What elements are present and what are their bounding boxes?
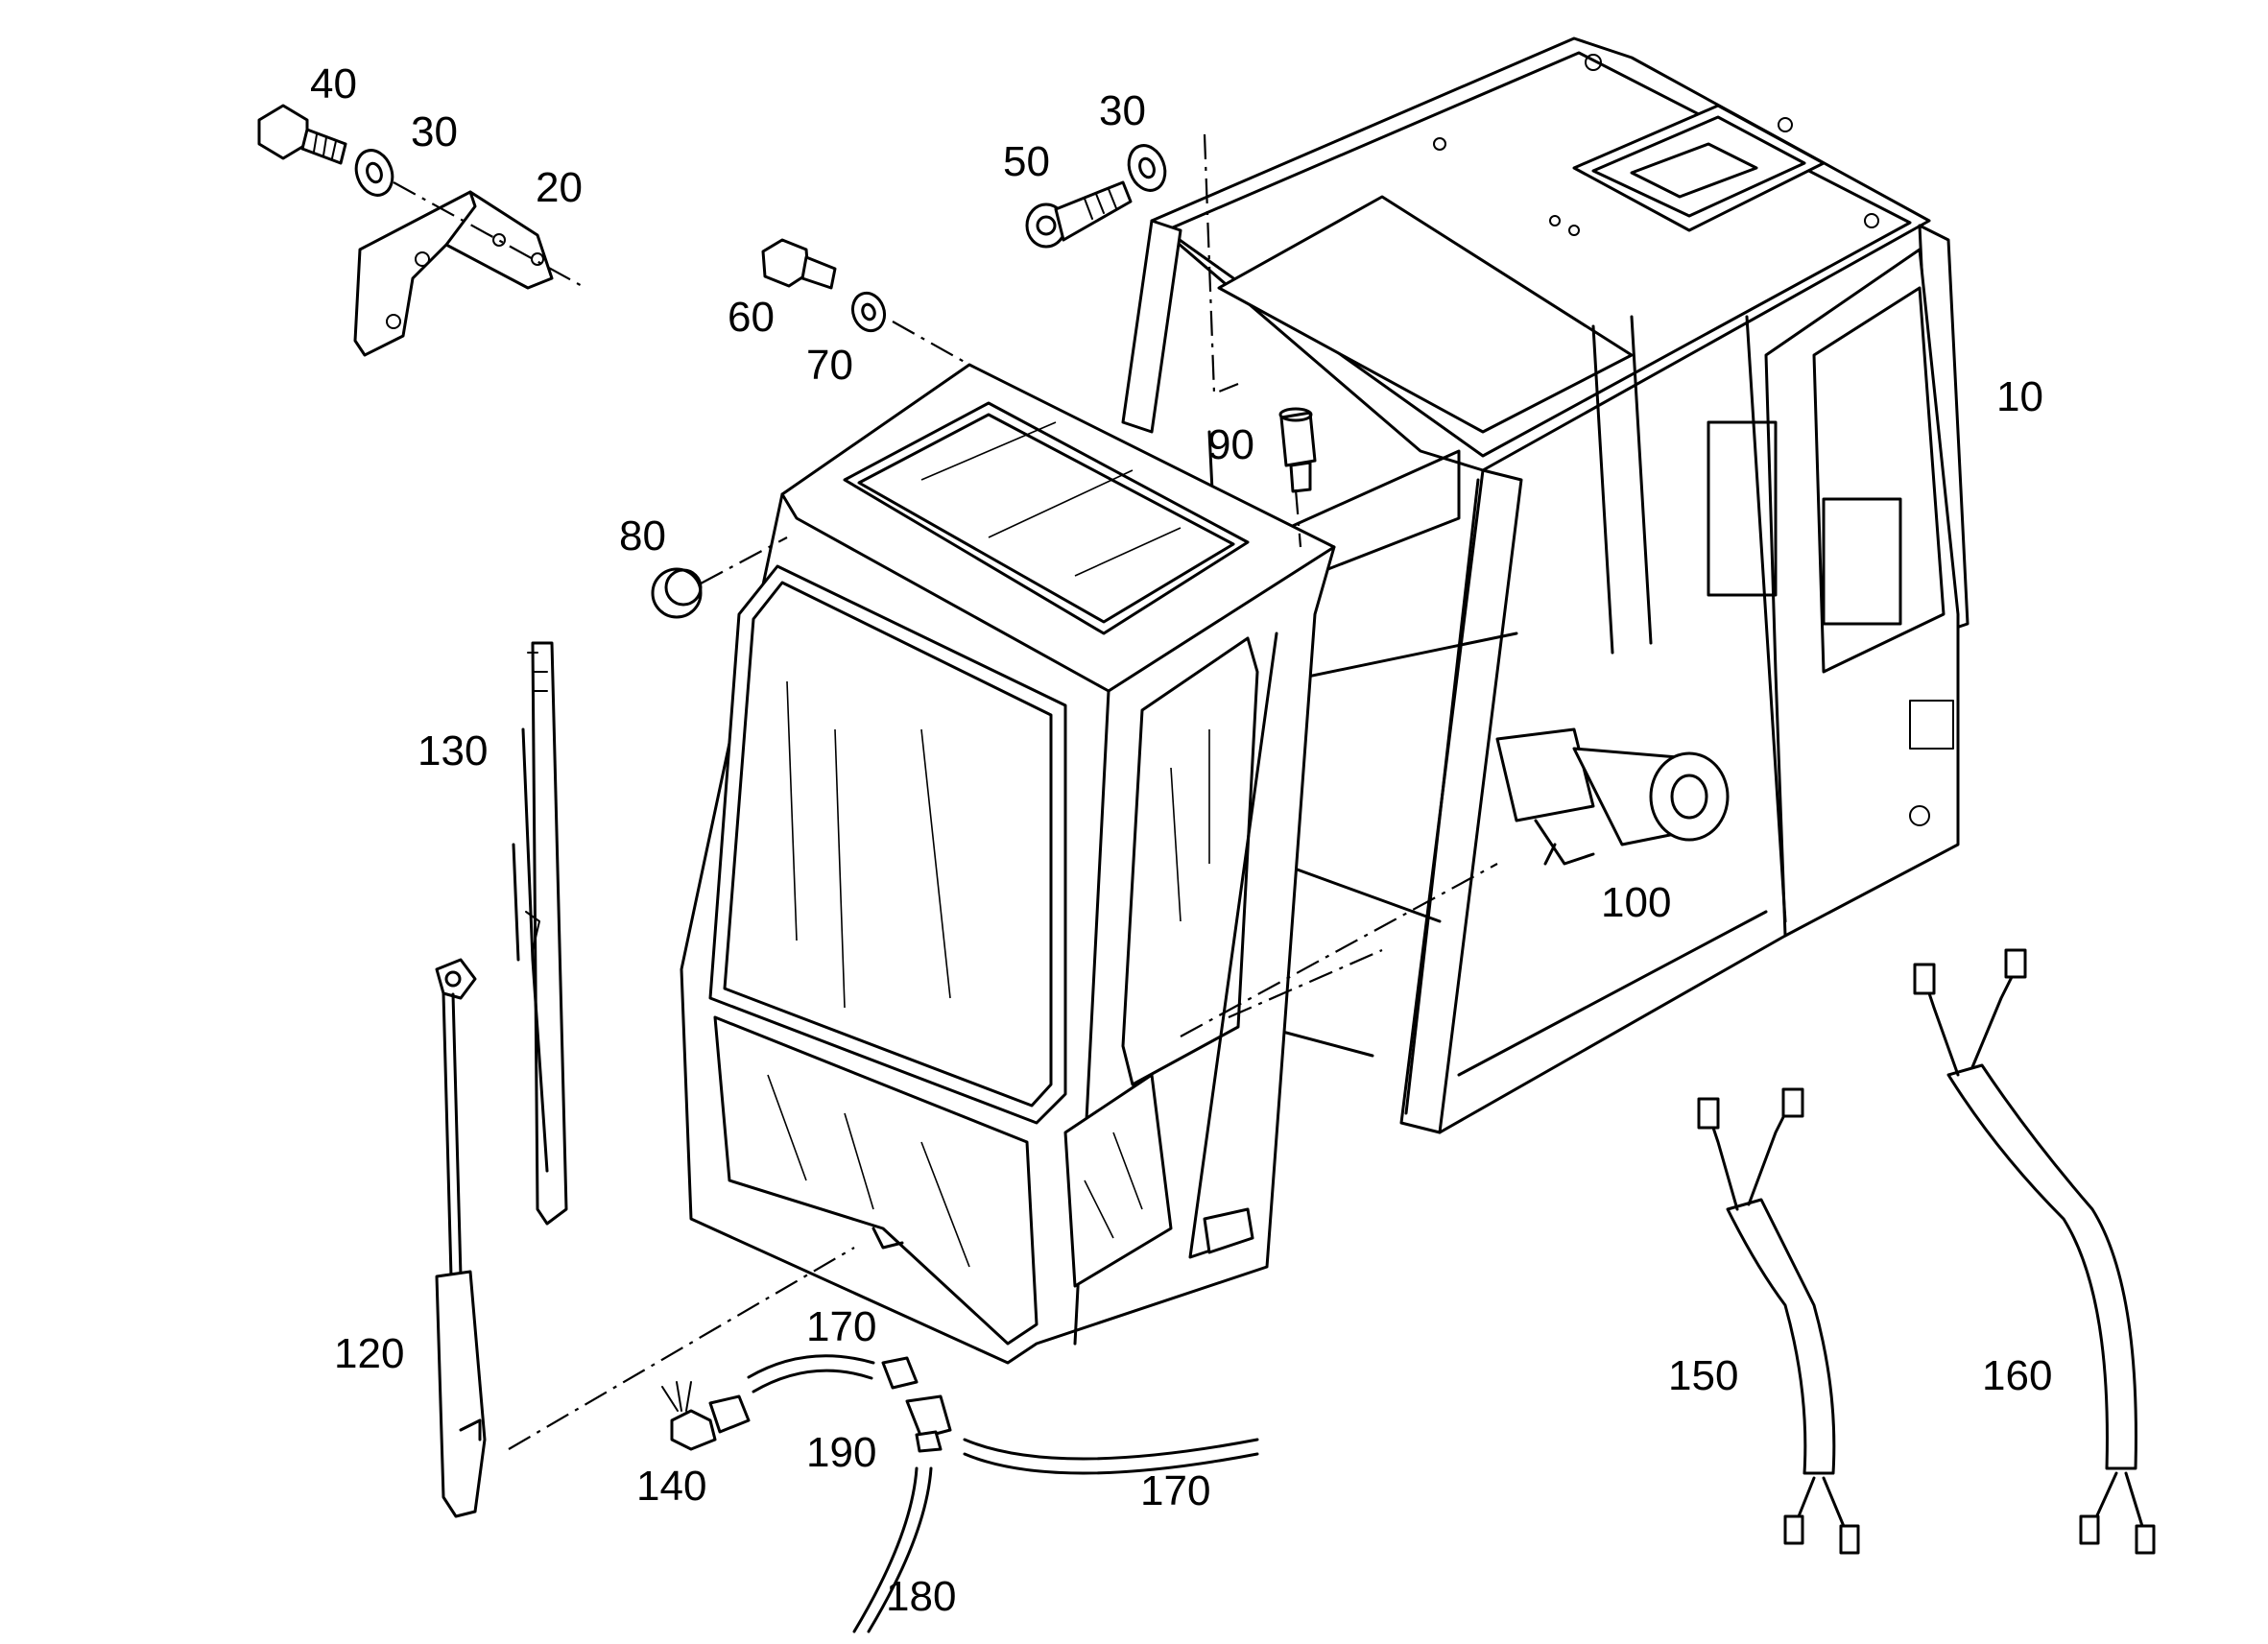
part-40-bolt bbox=[257, 104, 347, 165]
part-150-harness bbox=[1697, 1087, 1860, 1555]
part-70-washer bbox=[850, 291, 887, 333]
callout-90: 90 bbox=[1207, 421, 1254, 468]
part-120-wiper-arm bbox=[435, 958, 487, 1518]
part-60-hex-bolt bbox=[761, 238, 837, 290]
callout-60: 60 bbox=[728, 294, 775, 341]
part-80-plug bbox=[651, 567, 703, 619]
callout-labels: 10 20 30 30 40 50 60 70 80 90 100 120 13… bbox=[310, 60, 2052, 1620]
callout-160: 160 bbox=[1982, 1352, 2052, 1399]
callout-150: 150 bbox=[1668, 1352, 1738, 1399]
callout-190: 190 bbox=[806, 1429, 876, 1476]
callout-170-b: 170 bbox=[1140, 1467, 1210, 1514]
part-10-cab-frame bbox=[1121, 36, 1970, 1134]
part-160-harness bbox=[1913, 948, 2156, 1555]
callout-70: 70 bbox=[806, 342, 853, 389]
part-90-spacer bbox=[1278, 407, 1317, 493]
callout-130: 130 bbox=[418, 727, 488, 774]
washer-hoses bbox=[747, 1354, 1259, 1633]
callout-40: 40 bbox=[310, 60, 357, 107]
callout-30-a: 30 bbox=[411, 108, 458, 155]
part-100-wiper-motor bbox=[1495, 727, 1730, 866]
callout-20: 20 bbox=[536, 164, 583, 211]
part-130-wiper-blade bbox=[512, 641, 568, 1226]
assembly-lines bbox=[393, 133, 1498, 1450]
front-window-frame bbox=[680, 363, 1336, 1365]
part-20-bracket bbox=[353, 190, 554, 357]
part-30-washer-a bbox=[354, 149, 394, 197]
part-50-cap-screw bbox=[1025, 180, 1133, 249]
callout-180: 180 bbox=[886, 1573, 956, 1620]
part-30-washer-b bbox=[1127, 144, 1167, 192]
callout-50: 50 bbox=[1003, 138, 1050, 185]
callout-30-b: 30 bbox=[1099, 87, 1146, 134]
callout-10: 10 bbox=[1996, 373, 2043, 420]
part-140-nozzle bbox=[661, 1381, 751, 1451]
callout-140: 140 bbox=[636, 1463, 706, 1510]
callout-100: 100 bbox=[1601, 879, 1671, 926]
callout-170-a: 170 bbox=[806, 1303, 876, 1350]
callout-80: 80 bbox=[619, 512, 666, 560]
callout-120: 120 bbox=[334, 1330, 404, 1377]
